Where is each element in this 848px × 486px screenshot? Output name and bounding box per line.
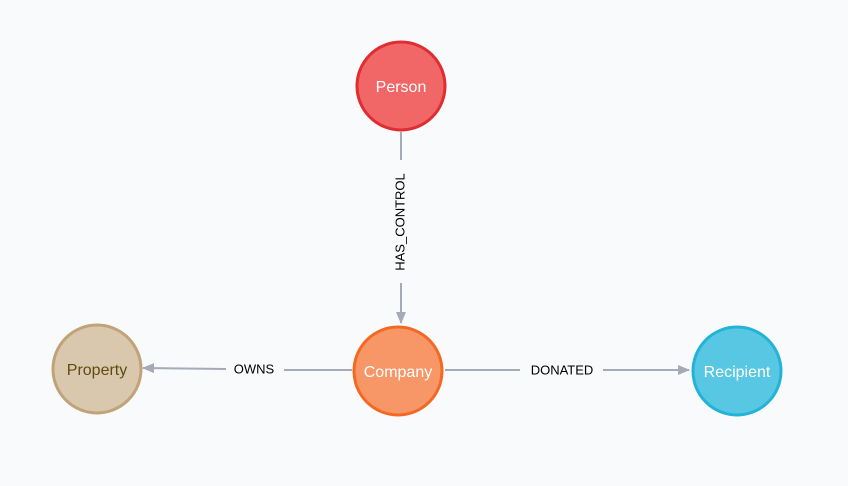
relationship-has-control[interactable]: HAS_CONTROL: [392, 132, 407, 324]
node-recipient-label: Recipient: [704, 364, 771, 381]
relationship-has-control-label: HAS_CONTROL: [392, 173, 407, 271]
relationship-owns[interactable]: OWNS: [142, 361, 352, 376]
node-property[interactable]: Property: [51, 323, 143, 415]
node-company-label: Company: [364, 364, 432, 381]
relationship-owns-line-end: [142, 363, 227, 374]
node-person[interactable]: Person: [355, 40, 447, 132]
node-person-circle: [355, 40, 447, 132]
relationship-donated[interactable]: DONATED: [445, 362, 690, 377]
node-person-label: Person: [376, 79, 427, 96]
node-company-circle: [352, 325, 444, 417]
relationship-owns-label: OWNS: [234, 361, 275, 376]
node-recipient-circle: [691, 325, 783, 417]
node-property-circle: [51, 323, 143, 415]
relationship-donated-label: DONATED: [531, 362, 594, 377]
node-company[interactable]: Company: [352, 325, 444, 417]
node-recipient[interactable]: Recipient: [691, 325, 783, 417]
node-property-label: Property: [67, 362, 127, 379]
